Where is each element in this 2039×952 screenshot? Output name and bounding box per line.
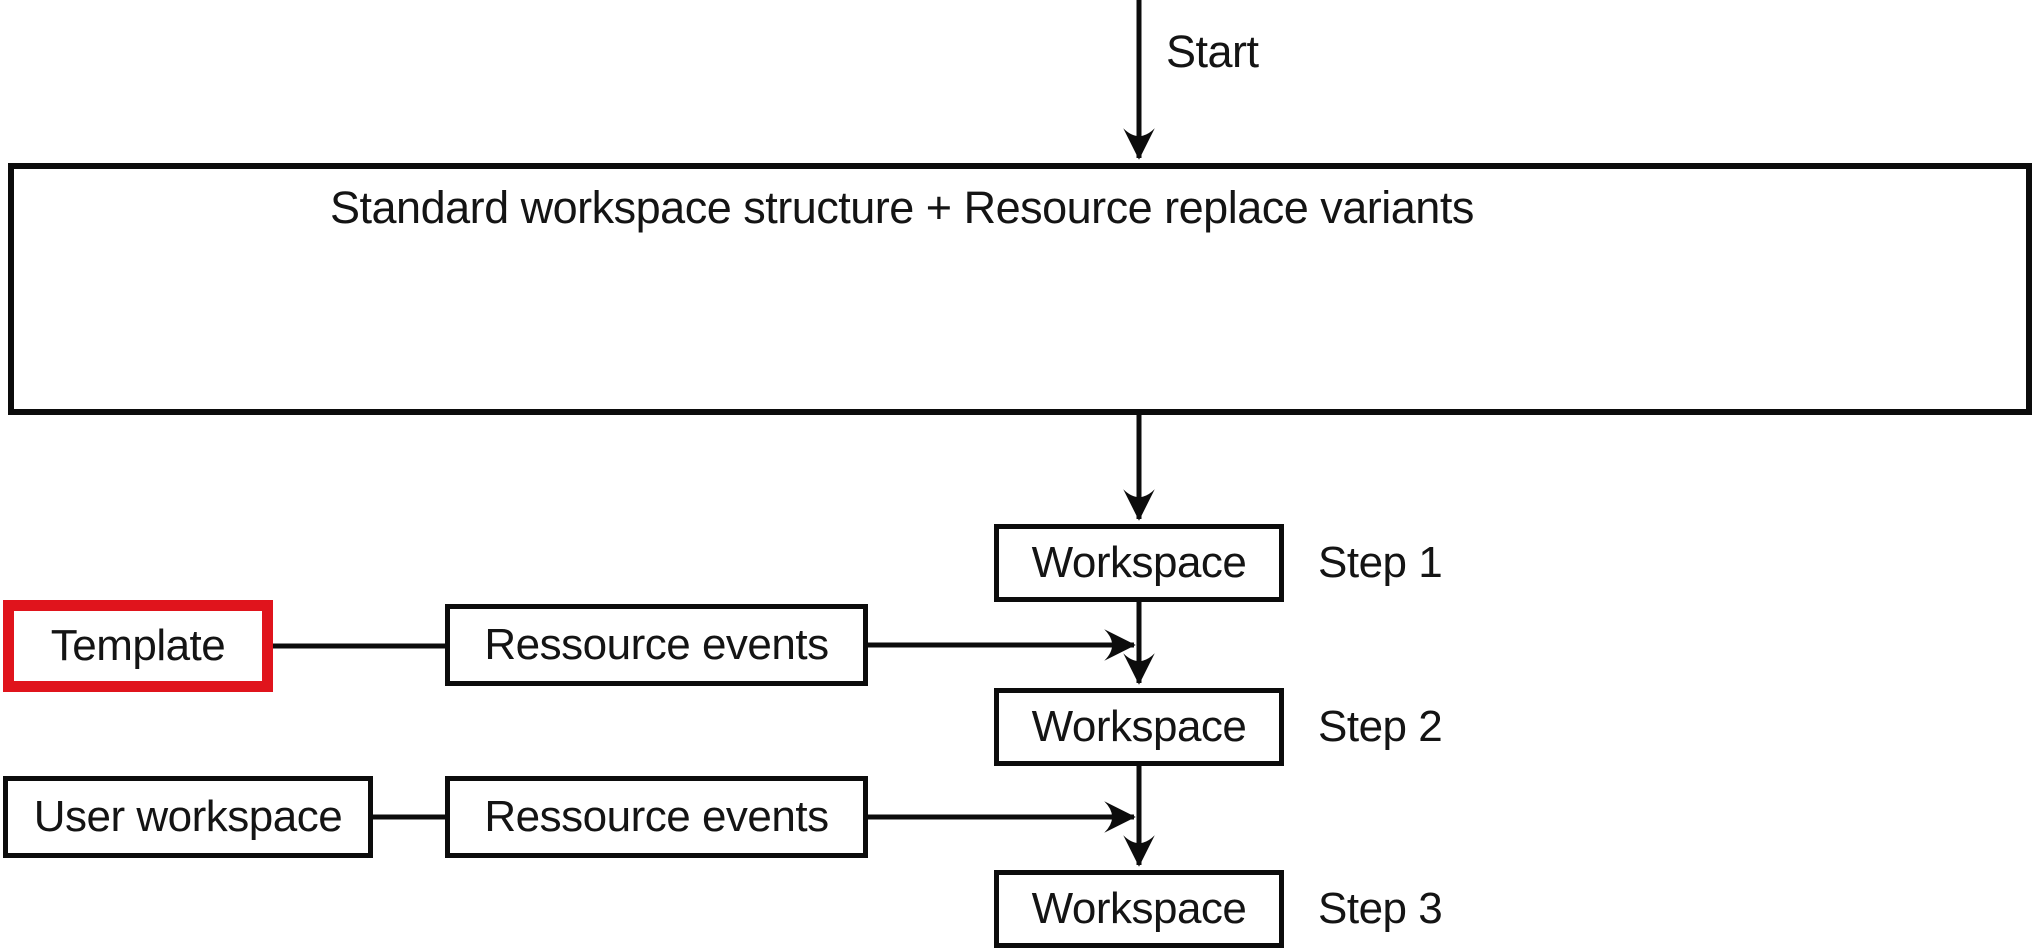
step-1-label: Step 1 <box>1318 538 1443 587</box>
workspace-box-step-3-label: Workspace <box>1031 884 1247 933</box>
resource-events-box-2-label: Ressource events <box>484 792 829 841</box>
start-label: Start <box>1166 26 1259 77</box>
step-3-label: Step 3 <box>1318 884 1443 933</box>
main-workspace-structure-label: Standard workspace structure + Resource … <box>330 182 1474 233</box>
user-workspace-box-label: User workspace <box>33 792 343 841</box>
template-box-label: Template <box>50 621 226 670</box>
user-workspace-box: User workspace <box>3 776 373 858</box>
step-2-label: Step 2 <box>1318 702 1443 751</box>
template-box: Template <box>3 600 273 692</box>
workspace-box-step-3: Workspace <box>994 870 1284 948</box>
resource-events-box-2: Ressource events <box>445 776 868 858</box>
workspace-box-step-2: Workspace <box>994 688 1284 766</box>
workspace-box-step-1: Workspace <box>994 524 1284 602</box>
workspace-box-step-2-label: Workspace <box>1031 702 1247 751</box>
resource-events-box-1-label: Ressource events <box>484 620 829 669</box>
workspace-box-step-1-label: Workspace <box>1031 538 1247 587</box>
resource-events-box-1: Ressource events <box>445 604 868 686</box>
main-workspace-structure-box: Standard workspace structure + Resource … <box>8 163 2032 415</box>
